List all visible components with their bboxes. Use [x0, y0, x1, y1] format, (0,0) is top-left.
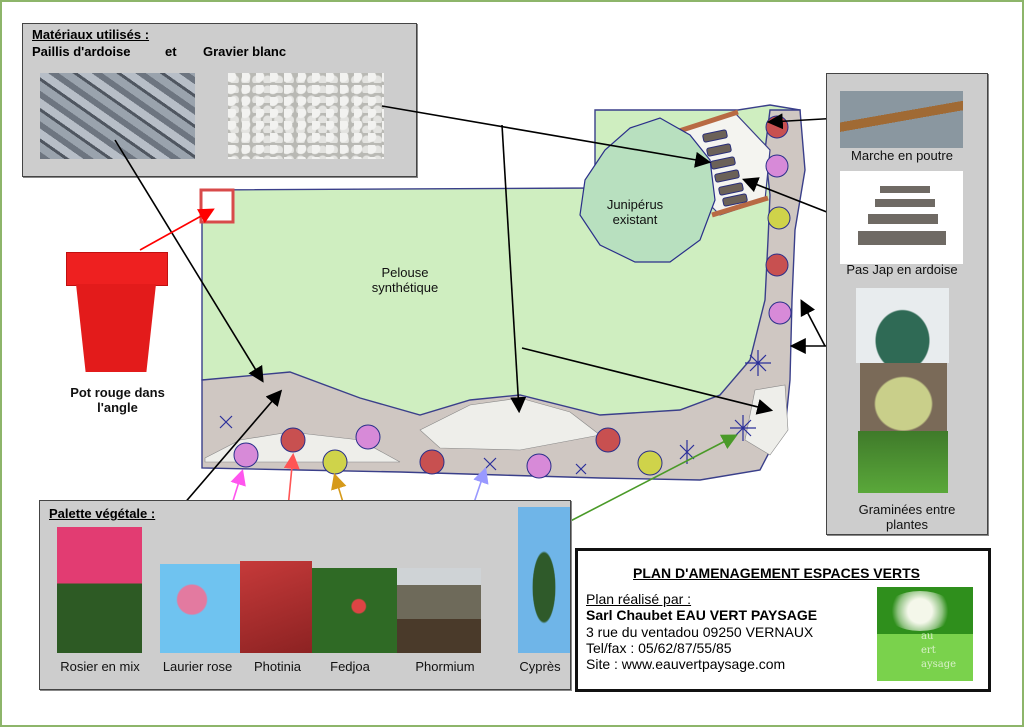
beam-step-bottom [711, 195, 769, 218]
palette-heading: Palette végétale : [49, 506, 156, 521]
made-by-label: Plan réalisé par : [586, 591, 692, 607]
pot-label-line1: Pot rouge dans [70, 385, 165, 400]
lawn-label-line1: Pelouse [381, 265, 429, 280]
plant-label-rosier: Rosier en mix [60, 659, 140, 674]
grass-label-line1: Graminées entre [858, 502, 956, 517]
laurier-photo [160, 564, 240, 653]
company-address: 3 rue du ventadou 09250 VERNAUX [586, 624, 814, 640]
arrow-pot [139, 208, 215, 251]
materials-heading: Matériaux utilisés : [32, 27, 150, 42]
plant-palette-box: Palette végétale : Rosier en mix Laurier… [39, 500, 571, 690]
material-gravel-label: Gravier blanc [203, 44, 287, 59]
red-pot-image [66, 252, 168, 372]
company-website: Site : www.eauvertpaysage.com [586, 656, 786, 672]
plant-label-photinia: Photinia [254, 659, 301, 674]
red-pot-marker [199, 188, 235, 224]
grass-label-line2: plantes [886, 517, 928, 532]
plant-label-laurier: Laurier rose [162, 659, 233, 674]
logo-tree-icon [885, 591, 955, 631]
juniper-label-line2: existant [612, 212, 658, 227]
pot-label: Pot rouge dans l'angle [50, 385, 185, 415]
pas-jap-label: Pas Jap en ardoise [846, 262, 958, 277]
fedjoa-photo [312, 568, 397, 653]
cypres-photo [518, 507, 570, 653]
arrow-gravel-to-corner [521, 347, 774, 415]
arrow-cypres [552, 434, 738, 531]
lawn-label-line2: synthétique [371, 280, 439, 295]
materials-box: Matériaux utilisés : Paillis d'ardoise e… [22, 23, 417, 177]
title-block: PLAN D'AMENAGEMENT ESPACES VERTS Plan ré… [575, 548, 991, 692]
rosier-photo [57, 527, 142, 653]
logo-text-1: au [921, 631, 934, 642]
stepping-stones [702, 129, 748, 207]
photinia-photo [240, 561, 312, 653]
arrow-gravel-to-path [501, 124, 527, 414]
material-slate-label: Paillis d'ardoise [32, 44, 131, 59]
company-name: Sarl Chaubet EAU VERT PAYSAGE [586, 607, 818, 623]
gravel-patch-2 [419, 397, 601, 451]
juniper-label-line1: Junipérus [606, 197, 664, 212]
pas-jap-photo [840, 171, 963, 264]
hardscape-panel: Marche en poutre Pas Jap en ardoise Gram… [826, 73, 988, 535]
phormium-photo [397, 568, 481, 653]
pot-label-line2: l'angle [97, 400, 138, 415]
beam-step-label: Marche en poutre [851, 148, 953, 163]
beam-step-top [675, 109, 739, 135]
material-conj: et [165, 44, 177, 59]
plant-label-phormium: Phormium [415, 659, 475, 674]
juniper-label: Junipérus existant [580, 197, 690, 227]
juniper-shrub [579, 117, 716, 263]
plant-label-fedjoa: Fedjoa [330, 659, 370, 674]
logo-text-3: aysage [921, 659, 957, 670]
grass-photo-1 [856, 288, 949, 363]
white-gravel-photo [228, 73, 384, 159]
arrow-gravel-to-step [381, 105, 712, 168]
company-logo: au ert aysage [877, 587, 973, 681]
plan-title: PLAN D'AMENAGEMENT ESPACES VERTS [633, 565, 920, 581]
grass-photo-3 [858, 431, 948, 493]
arrow-grass-2 [800, 299, 826, 347]
logo-text-2: ert [921, 645, 936, 656]
beam-step-photo [840, 91, 963, 148]
lawn-label: Pelouse synthétique [340, 265, 470, 295]
arrow-slate-to-border [114, 139, 264, 383]
plant-label-cypres: Cyprès [519, 659, 561, 674]
plant-circles [233, 115, 792, 479]
grass-label: Graminées entre plantes [827, 502, 987, 532]
grass-photo-2 [860, 363, 947, 431]
company-phone: Tel/fax : 05/62/87/55/85 [586, 640, 732, 656]
